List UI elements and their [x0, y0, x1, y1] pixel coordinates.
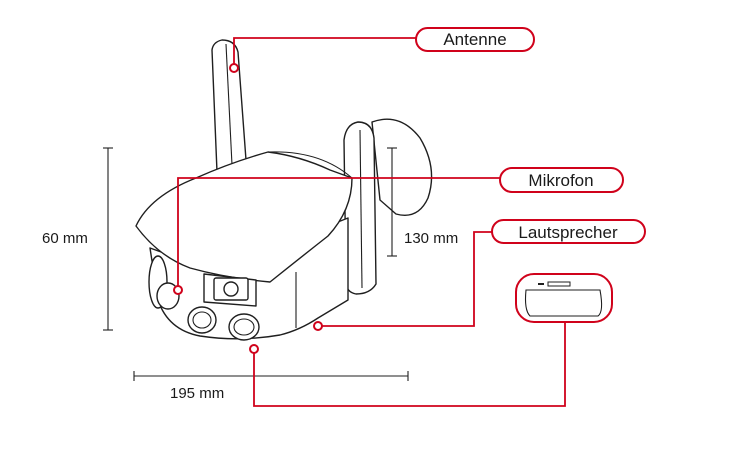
- spotlight-1-inner: [192, 311, 212, 329]
- callout-underside-detail: [249, 273, 613, 407]
- dimension-width: 195 mm: [133, 371, 409, 402]
- callout-speaker-label: Lautsprecher: [518, 223, 618, 242]
- callout-microphone-box: [499, 167, 624, 193]
- spotlight-1: [187, 306, 217, 334]
- callout-antenna-box: [415, 27, 535, 52]
- callout-speaker-box: [491, 219, 646, 244]
- sd-card-slot: [547, 281, 571, 287]
- callout-antenna-label: Antenne: [443, 30, 506, 49]
- shield-crease: [267, 151, 353, 179]
- sun-shield: [135, 151, 353, 283]
- dimension-depth: 130 mm: [387, 147, 458, 257]
- antenna-right: [343, 121, 377, 295]
- dimension-width-label: 195 mm: [170, 385, 224, 402]
- detail-led: [538, 283, 544, 285]
- camera-lens: [223, 281, 239, 297]
- dimension-height-label: 60 mm: [42, 230, 88, 247]
- callout-antenna-dot: [229, 63, 239, 73]
- antenna-right-edge: [359, 129, 363, 289]
- detail-zoom-box: [515, 273, 613, 323]
- dimension-height: 60 mm: [42, 147, 113, 331]
- spotlight-2-inner: [233, 318, 255, 336]
- camera-illustration: [135, 39, 433, 341]
- detail-housing-edge: [524, 289, 603, 317]
- callout-speaker: Lautsprecher: [313, 219, 646, 331]
- callout-speaker-dot: [313, 321, 323, 331]
- dimension-depth-label: 130 mm: [404, 230, 458, 247]
- spotlight-2: [228, 313, 260, 341]
- callout-microphone-dot: [173, 285, 183, 295]
- callout-underside-dot: [249, 344, 259, 354]
- callout-microphone: Mikrofon: [173, 167, 624, 295]
- callout-antenna: Antenne: [229, 27, 535, 73]
- antenna-left-edge: [225, 43, 233, 166]
- callout-microphone-label: Mikrofon: [528, 171, 593, 190]
- wall-mount: [371, 118, 433, 216]
